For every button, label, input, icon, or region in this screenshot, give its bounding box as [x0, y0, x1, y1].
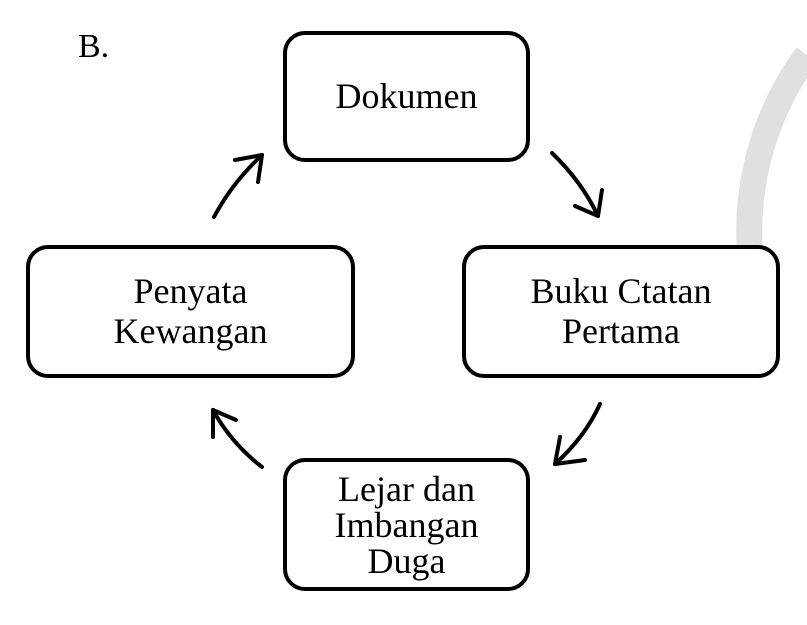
arrow-left-to-top — [212, 153, 264, 219]
option-label: B. — [78, 28, 110, 65]
arrow-top-to-right — [550, 151, 604, 218]
node-lejar-imbangan-duga: Lejar dan Imbangan Duga — [283, 458, 530, 591]
node-label: Lejar dan Imbangan Duga — [334, 468, 479, 581]
node-label: Buku Ctatan Pertama — [530, 270, 712, 351]
node-dokumen: Dokumen — [283, 31, 530, 162]
node-label: Penyata Kewangan — [113, 270, 268, 351]
node-buku-catatan-pertama: Buku Ctatan Pertama — [462, 245, 780, 378]
arrow-right-to-bottom — [553, 402, 602, 466]
arrow-bottom-to-left — [211, 408, 264, 469]
node-label: Dokumen — [335, 75, 478, 116]
node-penyata-kewangan: Penyata Kewangan — [26, 245, 355, 378]
